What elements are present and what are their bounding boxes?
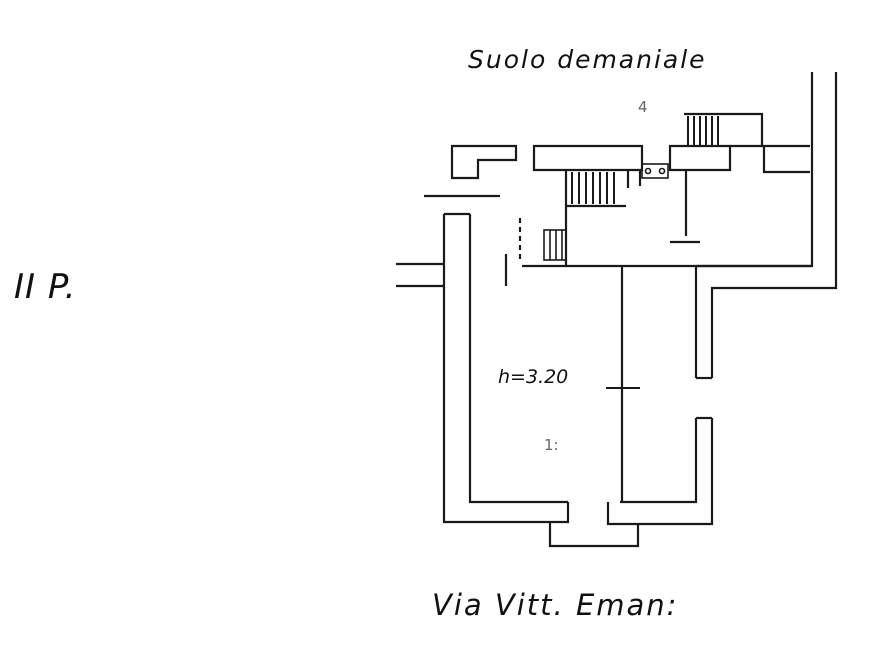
height-label: h=3.20	[498, 366, 568, 388]
stair-small	[543, 229, 567, 261]
top-wall-right	[668, 144, 732, 172]
floor-label: II P.	[14, 267, 77, 307]
top-stair-box	[684, 112, 764, 146]
right-outer-wall-2	[710, 72, 838, 378]
top-label: Suolo demaniale	[468, 45, 707, 74]
top-wall-left	[450, 144, 518, 180]
room-mark-top: 4	[638, 98, 648, 116]
fixtures	[641, 163, 669, 179]
left-inner-wall	[468, 214, 568, 504]
right-lower-wall	[620, 418, 698, 504]
stair-center	[571, 172, 615, 204]
street-label: Via Vitt. Eman:	[432, 588, 678, 622]
right-lower-wall-2	[606, 418, 714, 526]
left-outer-wall	[442, 222, 570, 524]
walls	[396, 72, 838, 548]
top-wall-far-right	[730, 144, 810, 174]
top-wall-center	[532, 144, 644, 172]
stair-top-right	[687, 116, 719, 145]
entrance-threshold	[548, 522, 640, 548]
room-mark-left: 1:	[544, 436, 559, 454]
